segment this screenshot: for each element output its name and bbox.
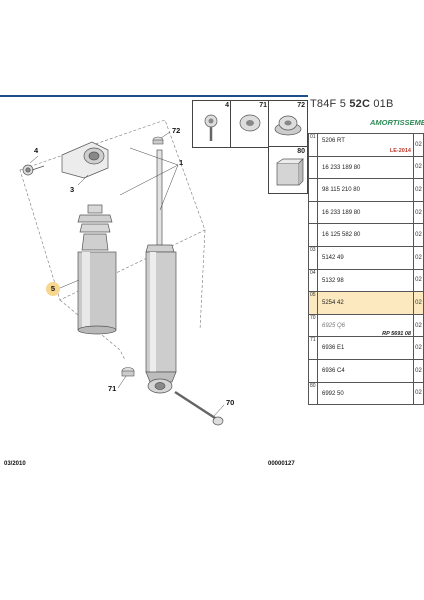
- nut-icon: [239, 114, 261, 132]
- callout-72[interactable]: 72: [172, 126, 181, 135]
- thumb-number: 4: [225, 102, 229, 109]
- reference-cell[interactable]: 16 233 189 80: [317, 155, 414, 180]
- quantity-cell: 02: [413, 381, 424, 406]
- dust-cover-boot: [77, 204, 117, 335]
- quantity-cell: 02: [413, 155, 424, 180]
- quantity-cell: 02: [413, 133, 424, 157]
- revision-tag: LE-2014: [389, 148, 411, 154]
- thumb-part-71[interactable]: 71: [230, 100, 270, 148]
- reference-cell[interactable]: 98 115 210 80: [317, 178, 414, 202]
- callout-1[interactable]: 1: [179, 158, 184, 167]
- quantity-cell: 02: [413, 358, 424, 383]
- callout-3[interactable]: 3: [70, 185, 75, 194]
- table-row[interactable]: 98 115 210 80 02: [308, 178, 424, 202]
- shock-absorber-body: [145, 149, 177, 394]
- bolt-icon: [204, 114, 218, 141]
- table-row[interactable]: 71 6936 E1 02: [308, 336, 424, 360]
- group-cell: 03: [308, 245, 318, 270]
- thumb-part-80[interactable]: 80: [268, 146, 308, 194]
- table-row[interactable]: 16 125 582 80 02: [308, 223, 424, 247]
- section-subtitle: AMORTISSEME: [370, 118, 424, 127]
- reference-cell[interactable]: 6925 Q6 RP 5691 08: [317, 313, 414, 338]
- clip-icon: [276, 158, 304, 186]
- thumb-part-72[interactable]: 72: [268, 100, 308, 148]
- part-reference: 5206 RT: [322, 138, 345, 144]
- part-reference: 5132 98: [322, 277, 344, 284]
- table-row[interactable]: 6936 C4 02: [308, 358, 424, 383]
- group-cell: 01: [308, 133, 318, 157]
- part-reference: 6936 C4: [322, 367, 345, 374]
- reference-cell[interactable]: 16 125 582 80: [317, 223, 414, 247]
- quantity-cell: 02: [413, 223, 424, 247]
- callout-71[interactable]: 71: [108, 384, 117, 393]
- group-cell: 05: [308, 291, 318, 315]
- table-row[interactable]: 05 5254 42 02: [308, 291, 424, 315]
- diagram-code: 00000127: [268, 461, 295, 467]
- part-reference: 16 233 189 80: [322, 209, 361, 216]
- reference-cell[interactable]: 6992 50: [317, 381, 414, 406]
- thumb-number: 80: [297, 148, 305, 155]
- group-cell: [308, 223, 318, 247]
- thumb-number: 71: [259, 102, 267, 109]
- group-cell: 80: [308, 381, 318, 406]
- reference-cell[interactable]: 5142 49: [317, 245, 414, 270]
- reference-cell[interactable]: 6936 C4: [317, 358, 414, 383]
- callout-70[interactable]: 70: [226, 398, 235, 407]
- part-reference: 16 125 582 80: [322, 232, 361, 239]
- table-row[interactable]: 16 233 189 80 02: [308, 200, 424, 225]
- group-cell: [308, 200, 318, 225]
- reference-cell[interactable]: 5206 RT LE-2014: [317, 133, 414, 157]
- table-row[interactable]: 16 233 189 80 02: [308, 155, 424, 180]
- reference-cell[interactable]: 6936 E1: [317, 336, 414, 360]
- part-reference: 6936 E1: [322, 345, 345, 352]
- reference-cell[interactable]: 5132 98: [317, 268, 414, 293]
- flange-nut-icon: [274, 115, 302, 136]
- group-cell: [308, 178, 318, 202]
- part-reference: 16 233 189 80: [322, 164, 361, 171]
- nut-72-top: [152, 136, 164, 145]
- quantity-cell: 02: [413, 178, 424, 202]
- reference-cell[interactable]: 5254 42: [317, 291, 414, 315]
- group-cell: 71: [308, 336, 318, 360]
- replacement-note: RP 5691 08: [382, 330, 411, 337]
- diagram-date: 03/2010: [4, 461, 26, 467]
- header-divider: [0, 95, 308, 97]
- table-row[interactable]: 80 6992 50 02: [308, 381, 424, 406]
- page-title: T84F 5 52C 01B: [310, 98, 394, 110]
- group-cell: 04: [308, 268, 318, 293]
- bolt-70-bottom: [174, 390, 224, 426]
- quantity-cell: 02: [413, 200, 424, 225]
- thumb-number: 72: [297, 102, 305, 109]
- table-row[interactable]: 04 5132 98 02: [308, 268, 424, 293]
- part-reference: 5142 49: [322, 254, 344, 261]
- quantity-cell: 02: [413, 313, 424, 338]
- nut-71-bottom: [121, 367, 135, 377]
- quantity-cell: 02: [413, 268, 424, 293]
- callout-4[interactable]: 4: [34, 146, 39, 155]
- group-cell: 70: [308, 313, 318, 338]
- callout-5[interactable]: 5: [46, 282, 60, 296]
- quantity-cell: 02: [413, 291, 424, 315]
- group-cell: [308, 358, 318, 383]
- part-reference: 6925 Q6: [322, 322, 346, 329]
- quantity-cell: 02: [413, 245, 424, 270]
- part-reference: 98 115 210 80: [322, 187, 360, 194]
- table-row[interactable]: 03 5142 49 02: [308, 245, 424, 270]
- reference-cell[interactable]: 16 233 189 80: [317, 200, 414, 225]
- part-reference: 6992 50: [322, 390, 344, 397]
- bolt-4-left: [22, 164, 45, 176]
- thumb-part-4[interactable]: 4: [192, 100, 232, 148]
- group-cell: [308, 155, 318, 180]
- quantity-cell: 02: [413, 336, 424, 360]
- top-mount-bracket: [61, 141, 109, 179]
- part-reference: 5254 42: [322, 300, 344, 307]
